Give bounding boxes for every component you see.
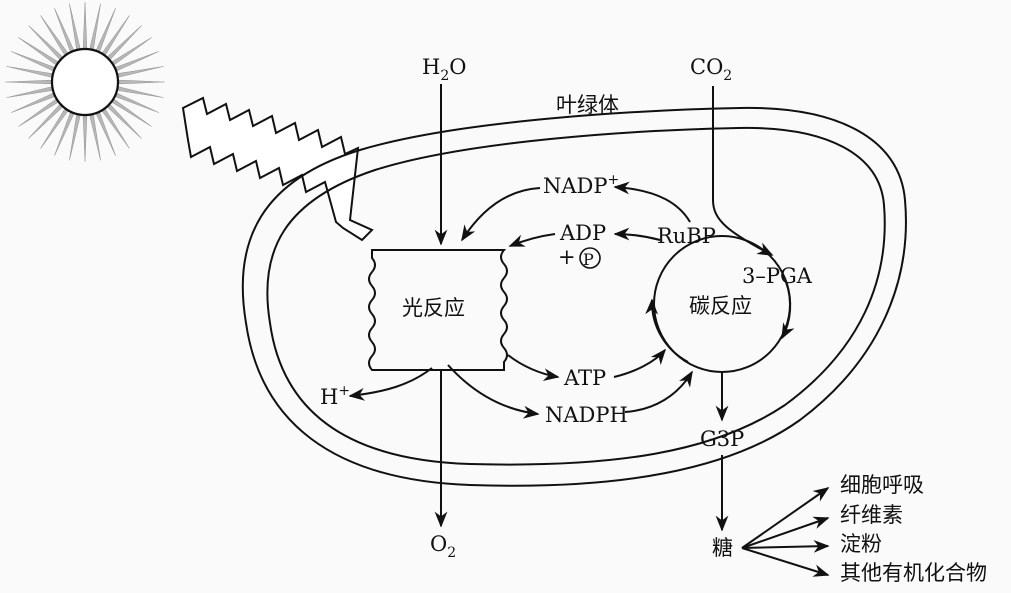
arrow-light-to-nadph [448, 365, 538, 414]
product-label-4: 其他有机化合物 [840, 561, 987, 585]
sun-ray [69, 4, 80, 50]
g3p-label: G3P [700, 427, 744, 451]
arrow-light-to-atp [508, 355, 558, 377]
sun-ray [96, 8, 115, 51]
sun-ray [7, 87, 53, 98]
arrow-to-product-2 [742, 518, 828, 548]
pga-label: 3–PGA [742, 264, 813, 288]
arrow-to-product-4 [742, 548, 828, 575]
o2-label: O2 [430, 532, 456, 561]
carbon-reaction-label: 碳反应 [689, 294, 752, 318]
sun-ray [118, 66, 164, 77]
sun-ray [11, 51, 54, 70]
rubp-label: RuBP [657, 224, 716, 248]
sun-ray [118, 87, 164, 98]
adp-label: ADP [559, 221, 606, 245]
arrow-nadp-to-light [462, 188, 540, 240]
phosphate-circle-icon: P [580, 248, 600, 269]
arrow-to-adp [615, 234, 660, 240]
co2-arrow [713, 86, 772, 255]
co2-label: CO2 [690, 55, 732, 84]
light-reaction-label: 光反应 [402, 296, 465, 320]
sun-ray [5, 80, 51, 84]
sun-ray [116, 51, 159, 70]
sun-icon [5, 2, 165, 162]
sun-ray [11, 93, 54, 112]
arrow-adp-to-light [510, 234, 555, 246]
calvin-arrow-2 [652, 300, 688, 362]
h2o-label: H2O [422, 55, 466, 84]
arrow-nadph-to-carbon [625, 372, 692, 412]
sun-ray [83, 2, 87, 48]
arrow-to-nadp [615, 187, 690, 222]
product-label-1: 细胞呼吸 [840, 473, 924, 497]
sun-ray [96, 113, 115, 156]
sugar-label: 糖 [712, 536, 733, 560]
arrow-to-h-plus [350, 368, 432, 396]
arrow-to-product-1 [742, 488, 828, 548]
sun-ray [7, 66, 53, 77]
lightning-arrow-icon [183, 98, 372, 240]
svg-text:P: P [583, 250, 594, 269]
product-label-3: 淀粉 [840, 532, 882, 556]
sun-ray [119, 80, 165, 84]
pi-plus-label: + [558, 245, 576, 269]
chloroplast-label: 叶绿体 [556, 93, 619, 117]
sun-ray [90, 115, 101, 161]
sun-ray [54, 113, 73, 156]
product-label-2: 纤维素 [840, 503, 903, 527]
atp-label: ATP [563, 366, 606, 390]
arrow-to-product-3 [742, 546, 828, 548]
sun-ray [90, 4, 101, 50]
sun-ray [54, 8, 73, 51]
sun-ray [83, 116, 87, 162]
sun-ray [116, 93, 159, 112]
arrow-atp-to-carbon [614, 350, 665, 377]
nadph-label: NADPH [545, 403, 628, 427]
sun-ray [69, 115, 80, 161]
h-plus-label: H+ [320, 383, 350, 409]
nadp-plus-label: NADP+ [543, 172, 619, 198]
